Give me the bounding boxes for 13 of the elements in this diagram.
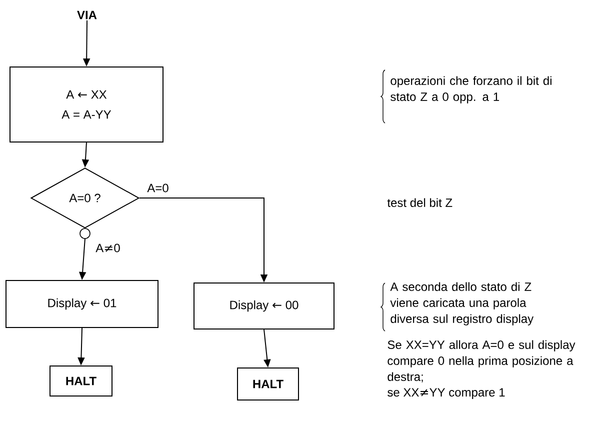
- process-box: A ← XX A = A-YY: [10, 66, 164, 142]
- note-text: test del bit Z: [387, 198, 452, 207]
- start-label: VIA: [77, 10, 97, 20]
- halt-box: HALT: [50, 366, 112, 396]
- halt-box: HALT: [237, 368, 299, 400]
- process-box: Display ← 01: [6, 280, 158, 328]
- process-box: Display ← 00: [194, 282, 334, 330]
- note-text: se XX≠YY compare 1: [388, 388, 505, 399]
- note-text: operazioni che forzano il bit di stato Z a 0 opp. a 1: [390, 76, 552, 104]
- edge-label: A=0: [147, 184, 168, 192]
- edge-label: A≠0: [96, 244, 120, 252]
- note-text: Se XX=YY allora A=0 e sul display compare 0 nella prima posizione a destra;: [388, 340, 576, 382]
- note-text: A seconda dello stato di Z viene caricata una parola diversa sul registro display: [390, 282, 534, 326]
